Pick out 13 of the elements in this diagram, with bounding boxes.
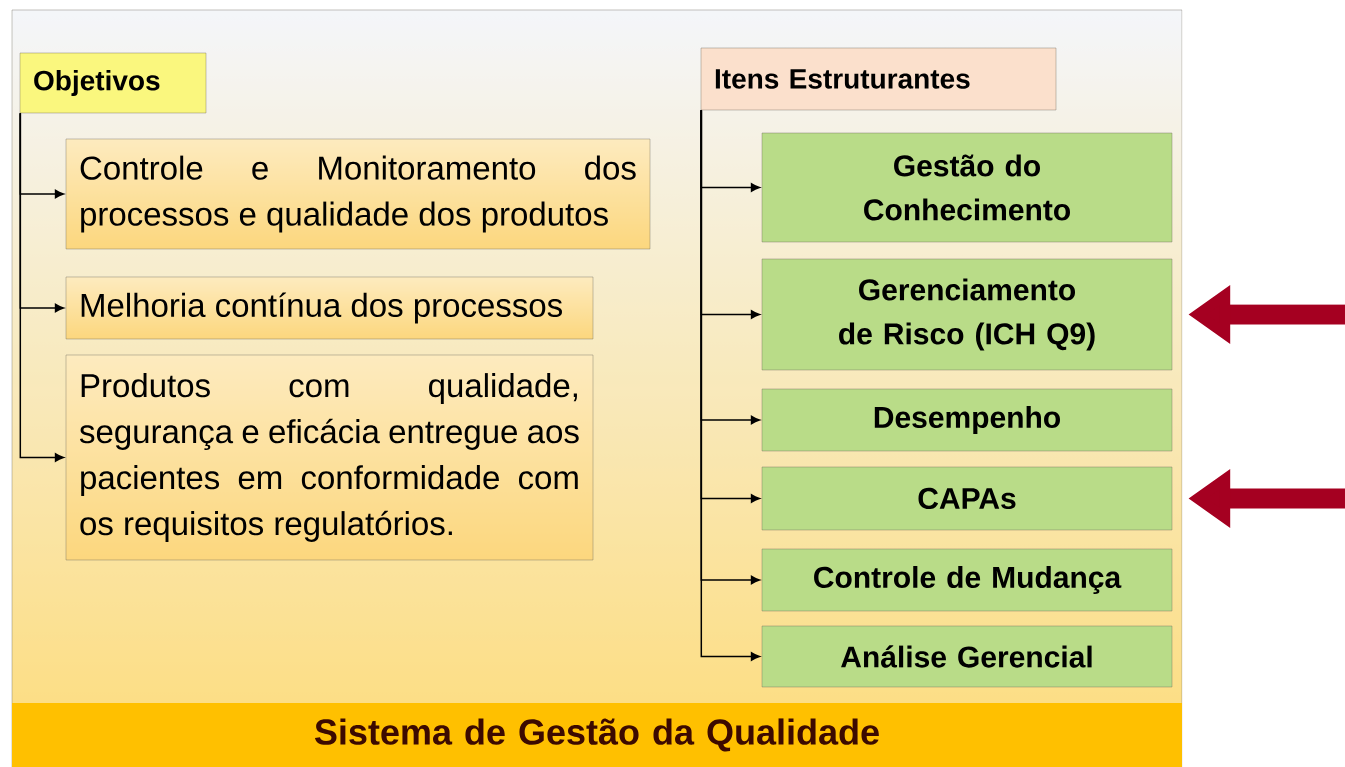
item-box: CAPAs bbox=[761, 466, 1173, 531]
connector-arrow bbox=[19, 112, 64, 462]
objective-box: Melhoria contínua dos processos bbox=[65, 276, 594, 340]
objective-box: Controle e Monitoramento dos processos e qualidade dos produtos bbox=[65, 138, 651, 250]
objective-box: Produtos com qualidade, segurança e eficácia entregue aos pacientes em conformidade com os requisitos regulatórios. bbox=[65, 354, 594, 561]
item-box: Gestão do Conhecimento bbox=[761, 132, 1173, 243]
heading-box: Itens Estruturantes bbox=[700, 47, 1057, 111]
item-box: Análise Gerencial bbox=[761, 625, 1173, 688]
item-box: Controle de Mudança bbox=[761, 548, 1173, 612]
heading-box: Objetivos bbox=[19, 52, 207, 114]
title-band: Sistema de Gestão da Qualidade bbox=[12, 703, 1182, 767]
item-box: Desempenho bbox=[761, 388, 1173, 452]
item-box: Gerenciamento de Risco (ICH Q9) bbox=[761, 258, 1173, 371]
